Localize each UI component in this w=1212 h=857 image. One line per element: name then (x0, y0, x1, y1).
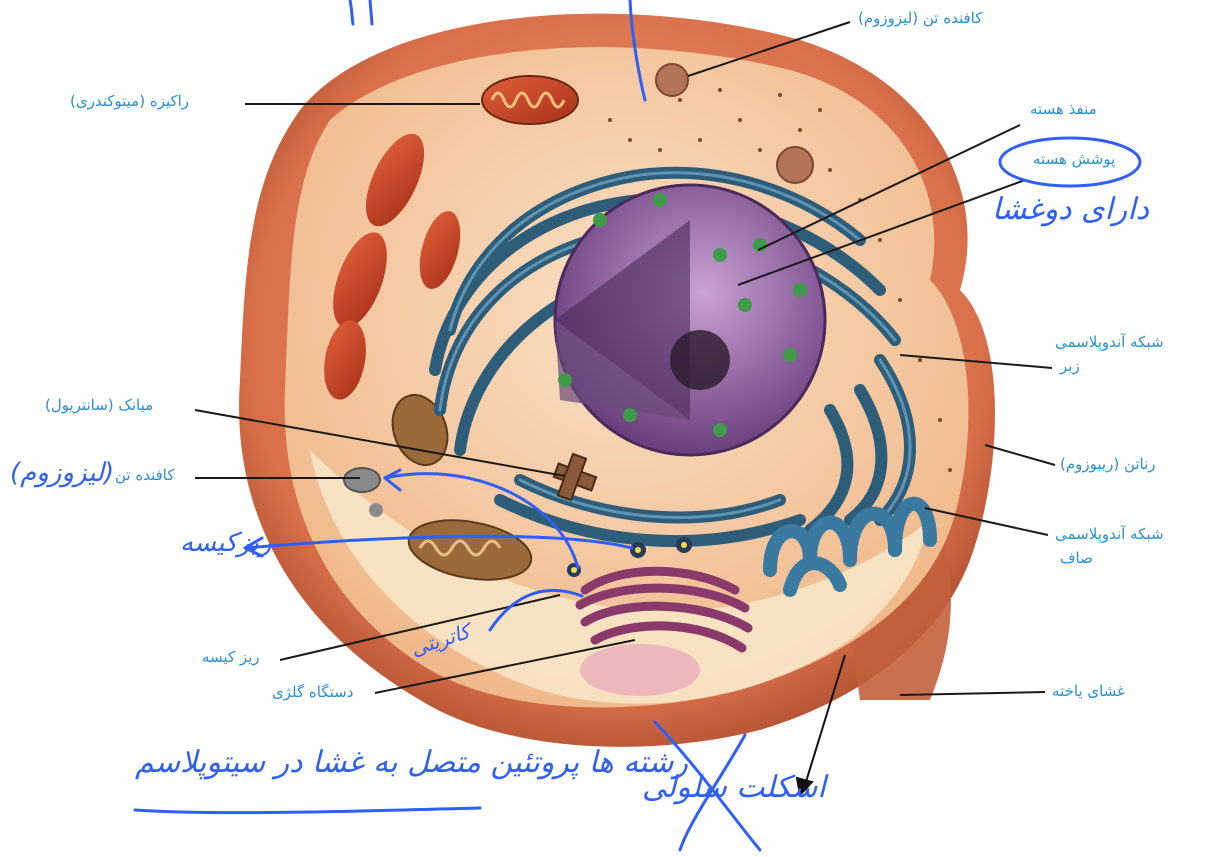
label-cell-membrane: غشای یاخته (1052, 682, 1125, 700)
label-smooth-er-line2: صاف (1060, 549, 1093, 567)
label-golgi: دستگاه گلژی (272, 683, 353, 701)
nucleus-organelle (555, 185, 825, 455)
label-centriole: میانک (سانتریول) (45, 396, 153, 414)
label-rough-er-line2: زبر (1060, 357, 1080, 375)
ink-top-mark-left (350, 0, 372, 24)
label-smooth-er-line1: شبکه آندوپلاسمی (1055, 525, 1164, 543)
label-nuclear-pore: منفذ هسته (1030, 100, 1097, 118)
handwriting-bottom: رشته ها پروتئین متصل به غشا در سیتوپلاسم (135, 745, 688, 780)
label-vesicle: ریز کیسه (202, 648, 260, 666)
label-mitochondria: راکیزه (میتوکندری) (70, 92, 189, 110)
handwriting-vesicle: ریزکیسه (180, 528, 272, 558)
label-rough-er-line1: شبکه آندوپلاسمی (1055, 333, 1164, 351)
ink-bottom-scribble (135, 808, 480, 813)
label-lysosome-left: کافنده تن (115, 466, 175, 484)
label-ribosome: رناتن (ریبوزوم) (1060, 455, 1156, 473)
label-nuclear-envelope: پوشش هسته (1033, 150, 1115, 168)
golgi-base (580, 644, 700, 696)
handwriting-lysosome: (لیزوزوم) (10, 458, 114, 488)
handwriting-double-membrane: دارای دوغشا (992, 192, 1149, 227)
label-lysosome-top: کافنده تن (لیزوزوم) (858, 9, 982, 27)
